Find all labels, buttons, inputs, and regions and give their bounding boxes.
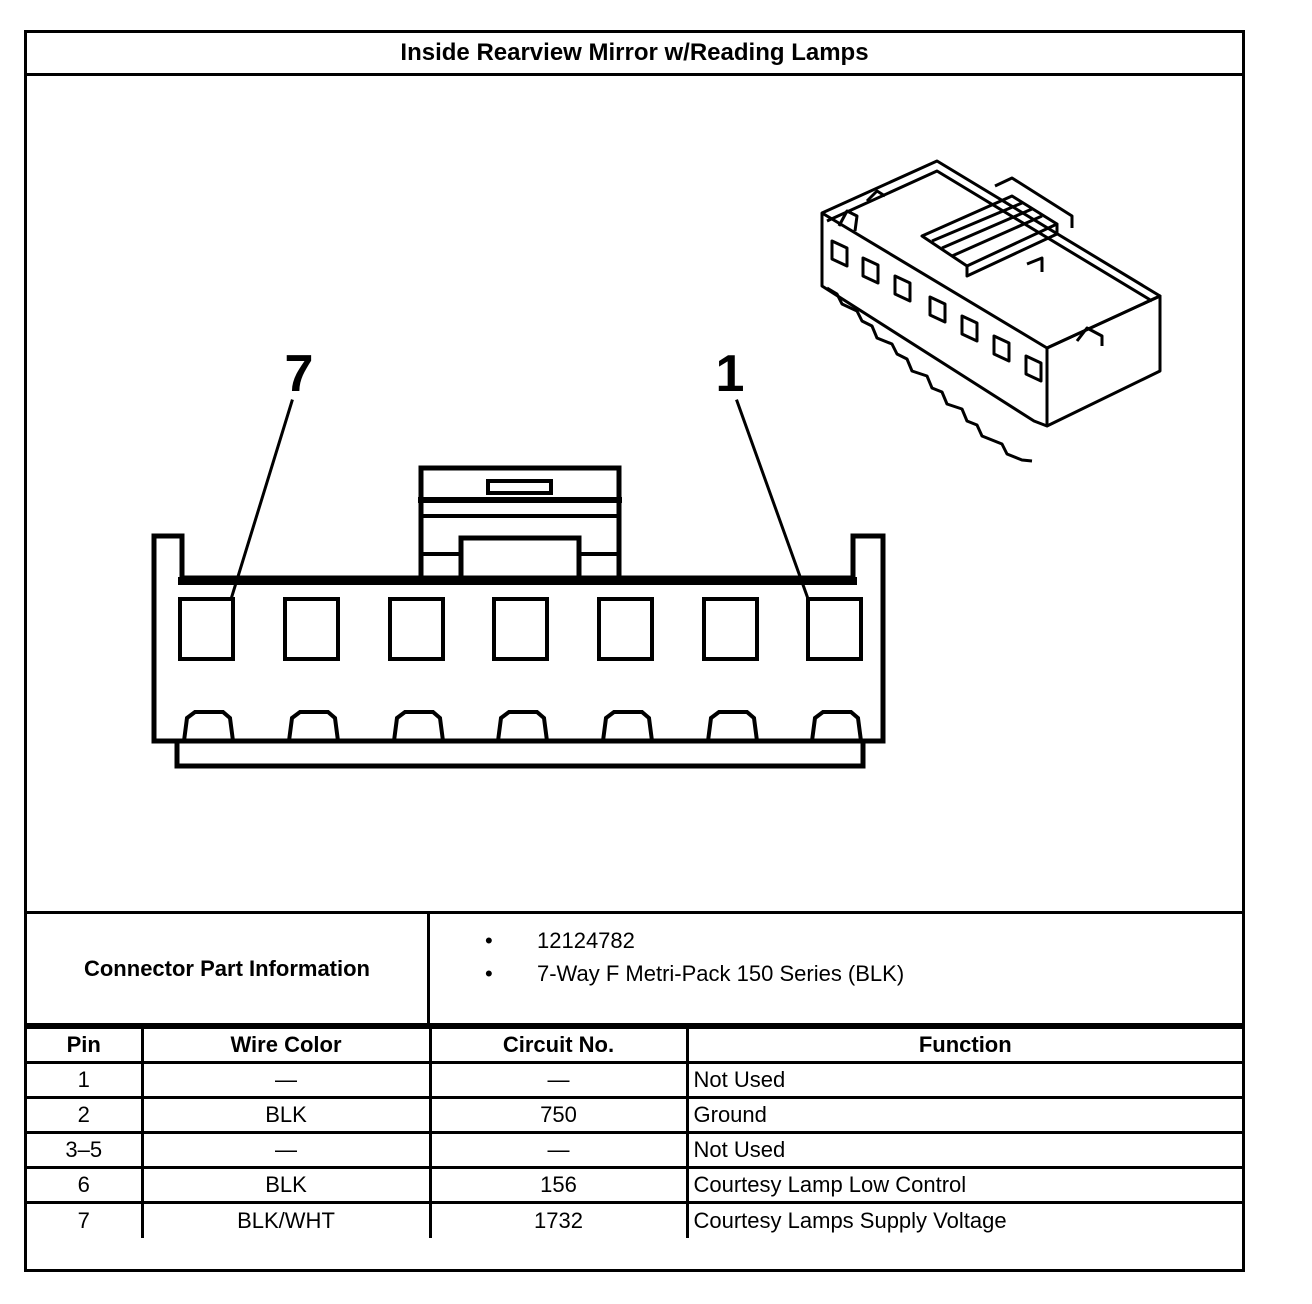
- pin-1-label: 1: [716, 345, 745, 403]
- table-row: 7 BLK/WHT 1732 Courtesy Lamps Supply Vol…: [27, 1201, 1242, 1238]
- header-wire-color: Wire Color: [140, 1026, 432, 1064]
- cell-function: Not Used: [685, 1061, 1242, 1099]
- table-row: 1 — — Not Used: [27, 1061, 1242, 1099]
- cell-circuit-no: —: [428, 1131, 689, 1169]
- cell-wire-color: BLK: [140, 1096, 432, 1134]
- pin-7-label: 7: [285, 345, 314, 403]
- cell-wire-color: —: [140, 1061, 432, 1099]
- cell-pin: 6: [27, 1166, 144, 1204]
- header-pin: Pin: [27, 1026, 144, 1064]
- bullet-icon: •: [485, 961, 493, 986]
- cell-circuit-no: 750: [428, 1096, 689, 1134]
- table-row: 3–5 — — Not Used: [27, 1131, 1242, 1169]
- connector-part-number: • 12124782: [457, 924, 904, 957]
- cell-pin: 2: [27, 1096, 144, 1134]
- connector-sheet: Inside Rearview Mirror w/Reading Lamps: [24, 30, 1245, 1272]
- cell-circuit-no: —: [428, 1061, 689, 1099]
- cell-pin: 3–5: [27, 1131, 144, 1169]
- cell-circuit-no: 156: [428, 1166, 689, 1204]
- connector-isometric-view: [820, 159, 1162, 463]
- cell-pin: 1: [27, 1061, 144, 1099]
- connector-info-list: • 12124782 • 7-Way F Metri-Pack 150 Seri…: [457, 924, 904, 990]
- connector-info-label: Connector Part Information: [27, 914, 430, 1023]
- header-function: Function: [685, 1026, 1242, 1064]
- connector-front-view: [151, 399, 886, 769]
- connector-description: • 7-Way F Metri-Pack 150 Series (BLK): [457, 957, 904, 990]
- header-circuit-no: Circuit No.: [428, 1026, 689, 1064]
- cell-function: Ground: [685, 1096, 1242, 1134]
- cell-pin: 7: [27, 1201, 144, 1238]
- cell-function: Not Used: [685, 1131, 1242, 1169]
- cell-wire-color: BLK: [140, 1166, 432, 1204]
- table-row: 6 BLK 156 Courtesy Lamp Low Control: [27, 1166, 1242, 1204]
- connector-description-text: 7-Way F Metri-Pack 150 Series (BLK): [537, 961, 905, 986]
- diagram-title: Inside Rearview Mirror w/Reading Lamps: [27, 33, 1242, 76]
- cell-function: Courtesy Lamp Low Control: [685, 1166, 1242, 1204]
- table-row: 2 BLK 750 Ground: [27, 1096, 1242, 1134]
- cell-circuit-no: 1732: [428, 1201, 689, 1238]
- bullet-icon: •: [485, 928, 493, 953]
- connector-drawing: 7 1: [27, 76, 1242, 911]
- cell-wire-color: BLK/WHT: [140, 1201, 432, 1238]
- pinout-table: Pin Wire Color Circuit No. Function 1 — …: [27, 1026, 1242, 1238]
- pinout-header-row: Pin Wire Color Circuit No. Function: [27, 1026, 1242, 1064]
- cell-function: Courtesy Lamps Supply Voltage: [685, 1201, 1242, 1238]
- cell-wire-color: —: [140, 1131, 432, 1169]
- connector-part-number-text: 12124782: [537, 928, 635, 953]
- connector-part-information: Connector Part Information • 12124782 • …: [27, 911, 1242, 1026]
